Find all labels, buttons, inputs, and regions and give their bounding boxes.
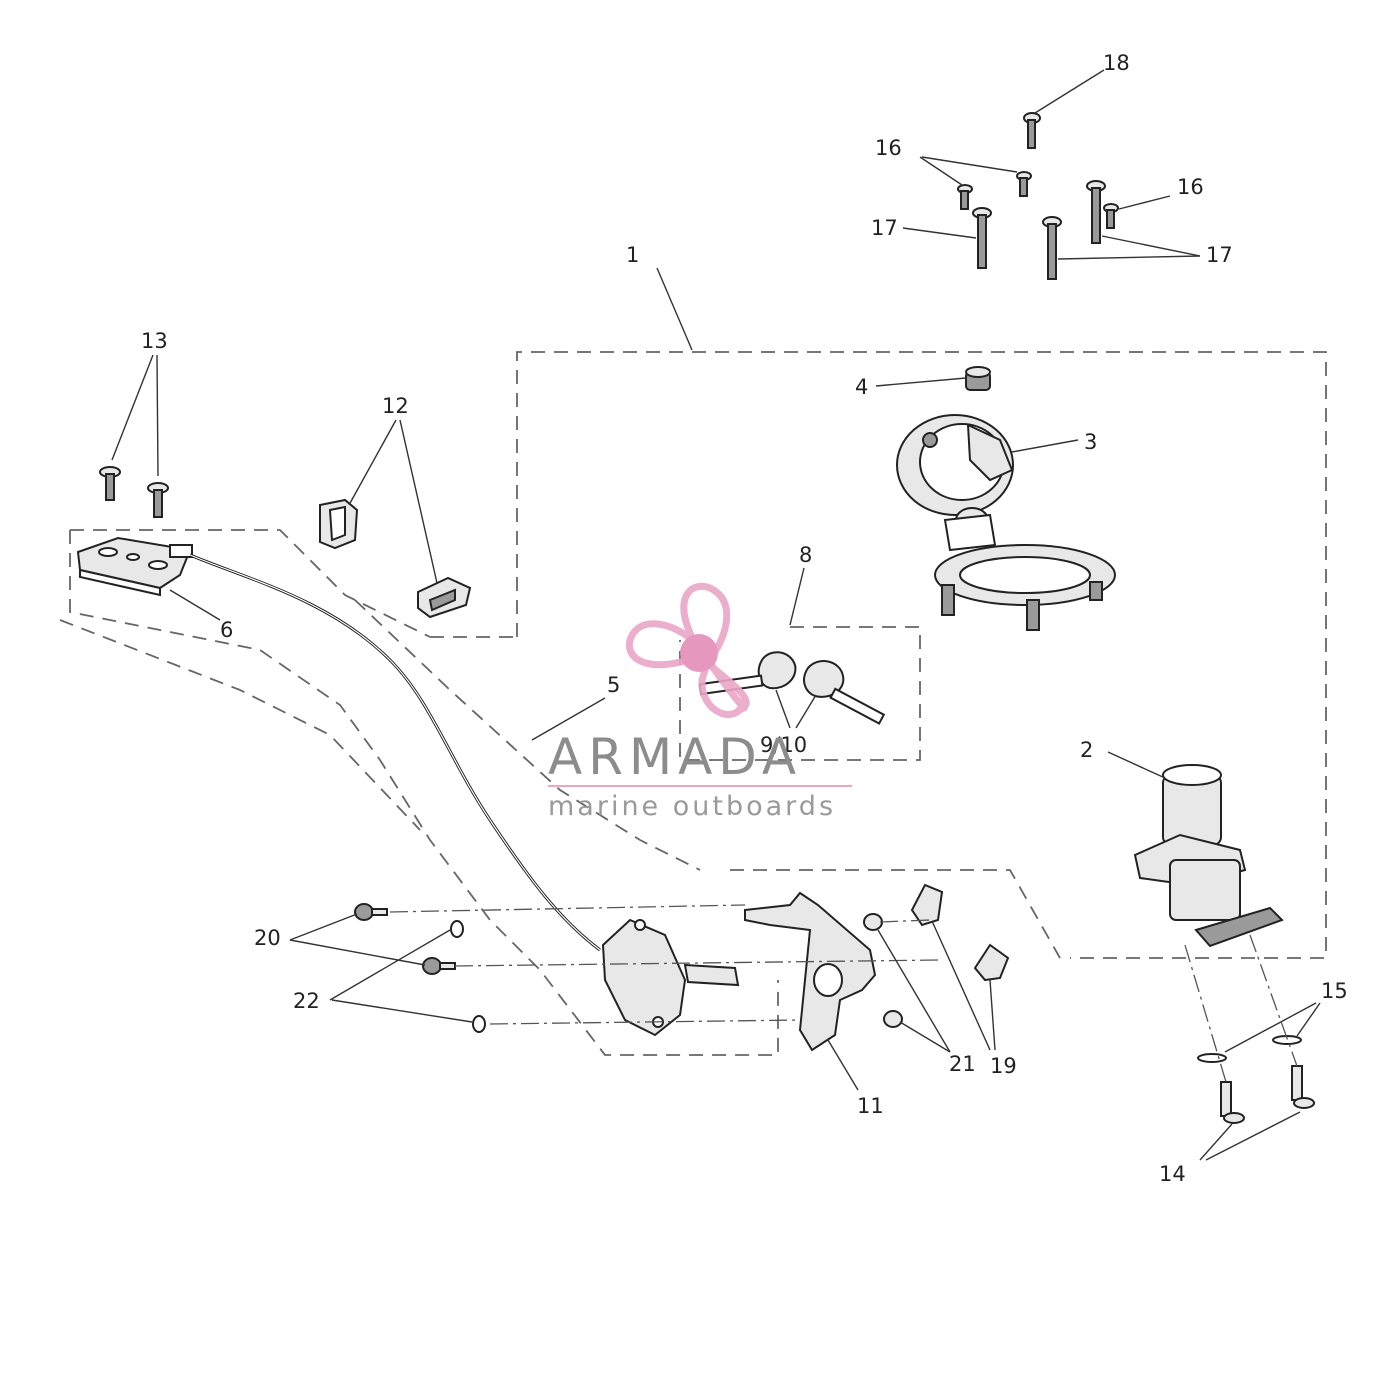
callout-3: 3 [1084, 430, 1097, 454]
callout-9-10: 9/10 [760, 733, 807, 757]
callout-17-left: 17 [871, 216, 898, 240]
callout-18: 18 [1103, 51, 1130, 75]
part-15-o-rings [1197, 1035, 1302, 1063]
callout-6: 6 [220, 618, 233, 642]
callout-2: 2 [1080, 738, 1093, 762]
callout-1: 1 [626, 243, 639, 267]
callout-4: 4 [855, 375, 868, 399]
leader-lines [111, 69, 1321, 1161]
callout-19: 19 [990, 1054, 1017, 1078]
part-18-bolt [1023, 112, 1041, 149]
part-16-bolts [957, 171, 1119, 229]
callout-16-right: 16 [1177, 175, 1204, 199]
part-17-bolts [972, 180, 1106, 280]
watermark-title: ARMADA [548, 728, 802, 786]
callout-13: 13 [141, 329, 168, 353]
propeller-logo [625, 582, 750, 718]
release-mechanism [601, 918, 740, 1037]
callout-14: 14 [1159, 1162, 1186, 1186]
assembly-box-8 [679, 626, 921, 761]
callout-8: 8 [799, 543, 812, 567]
callout-20: 20 [254, 926, 281, 950]
part-12-clips [319, 498, 472, 619]
callout-16-left: 16 [875, 136, 902, 160]
part-6-cable-end-plate [76, 536, 193, 597]
part-13-screws [99, 466, 169, 518]
part-5-release-cable [189, 553, 601, 952]
part-2-lock-barrel [1133, 764, 1284, 948]
armada-watermark: ARMADA marine outboards [548, 582, 852, 822]
part-19-clips [910, 883, 1010, 982]
part-11-bracket [744, 891, 877, 1052]
callout-labels: 1 2 3 4 5 6 8 9/10 11 12 13 14 15 16 16 … [141, 51, 1348, 1186]
callout-21: 21 [949, 1052, 976, 1076]
callout-17-right: 17 [1206, 243, 1233, 267]
part-14-bolts [1220, 1065, 1315, 1124]
alignment-lines [389, 904, 1298, 1083]
part-20-screws [354, 903, 456, 975]
cable-envelope-box [59, 529, 1061, 1056]
part-3-filler-cap [896, 414, 1116, 631]
assembly-box-1 [430, 351, 1327, 959]
callout-11: 11 [857, 1094, 884, 1118]
part-4-cap [965, 366, 991, 391]
callout-15: 15 [1321, 979, 1348, 1003]
watermark-subtitle: marine outboards [548, 791, 836, 822]
callout-22: 22 [293, 989, 320, 1013]
part-21-nuts [863, 913, 903, 1028]
part-22-washers [450, 920, 486, 1033]
callout-5: 5 [607, 673, 620, 697]
callout-12: 12 [382, 394, 409, 418]
